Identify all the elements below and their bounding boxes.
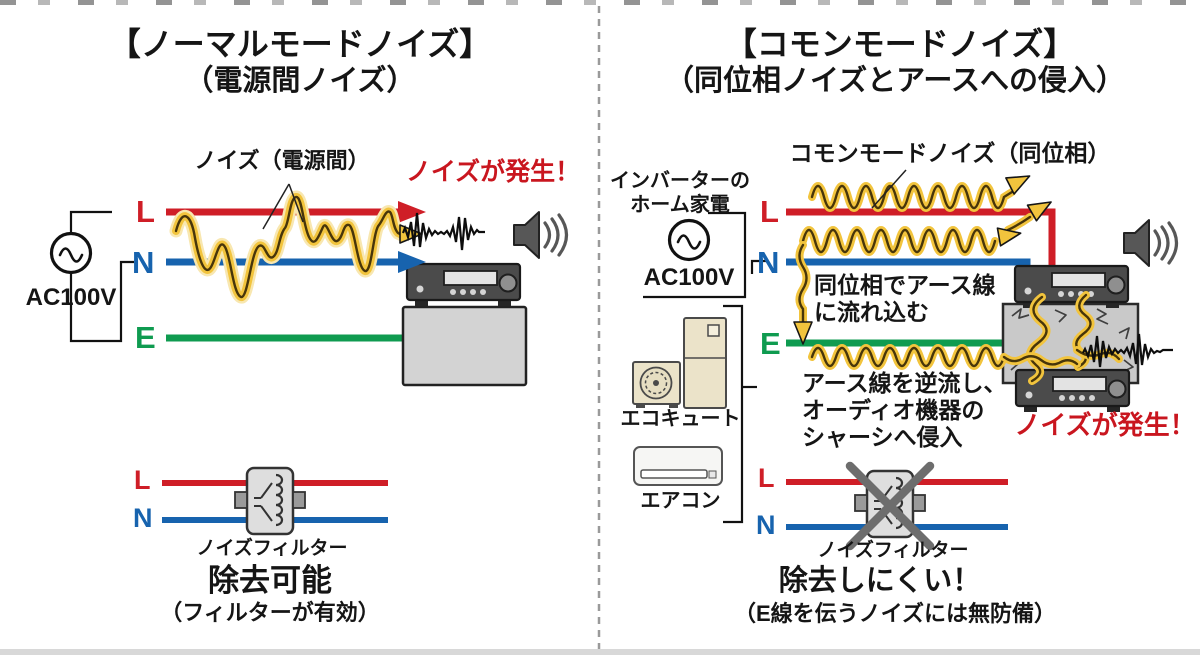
right-verdict: 除去しにくい！	[778, 565, 982, 597]
right-verdict-note: （E線を伝うノイズには無防備）	[733, 601, 1056, 626]
right-filter-circuit	[786, 461, 1008, 551]
left-filter-circuit	[162, 466, 388, 536]
right-panel-subtitle: （同位相ノイズとアースへの侵入）	[665, 65, 1125, 97]
earth-flow-note: 同位相でアース線 に流れ込む	[814, 272, 996, 326]
left-source-wiring	[69, 210, 134, 343]
ac-voltage-label: AC100V	[25, 284, 117, 311]
right-panel-title: 【コモンモードノイズ】	[724, 26, 1076, 62]
aircon-icon	[633, 446, 723, 486]
live-arrow-icon	[398, 201, 426, 223]
neutral-label: N	[757, 245, 780, 280]
aircon-label: エアコン	[640, 490, 721, 512]
left-verdict-note: （フィルターが有効）	[160, 600, 380, 625]
left-panel-title: 【ノーマルモードノイズ】	[108, 26, 492, 62]
ac-voltage-label: AC100V	[643, 264, 735, 291]
earth-label: E	[760, 326, 781, 361]
neutral-line	[786, 258, 1031, 270]
right-equipment	[1001, 264, 1140, 414]
noise-callout-label: コモンモードノイズ（同位相）	[789, 140, 1111, 166]
neutral-label: N	[132, 245, 155, 280]
cross-icon	[845, 461, 935, 551]
speaker-icon	[1122, 218, 1179, 268]
right-callout-line	[871, 169, 907, 209]
noise-alert-label: ノイズが発生！	[405, 158, 581, 186]
noise-burst-icon	[1082, 333, 1173, 368]
amplifier-icon	[405, 262, 522, 308]
left-verdict: 除去可能	[208, 563, 332, 598]
left-equipment	[166, 262, 528, 387]
live-label: L	[760, 194, 779, 229]
earth-label: E	[135, 320, 156, 355]
noise-filter-label: ノイズフィルター	[817, 540, 969, 561]
ac-source-icon	[667, 218, 711, 262]
ecocute-label: エコキュート	[620, 408, 741, 430]
noise-alert-label: ノイズが発生！	[1014, 410, 1196, 440]
filter-live-label: L	[758, 463, 775, 493]
chassis-intrusion-note: アース線を逆流し、 オーディオ機器の シャーシへ侵入	[802, 370, 1007, 451]
noise-filter-icon	[233, 466, 307, 536]
bottom-edge-artifact	[0, 649, 1200, 655]
live-label: L	[136, 194, 155, 229]
right-source-wiring	[643, 211, 766, 524]
noise-burst-icon	[401, 212, 485, 251]
speaker-icon	[512, 210, 569, 260]
inverter-appliance-label: インバーターの ホーム家電	[610, 170, 750, 216]
filter-neutral-label: N	[133, 503, 153, 533]
left-callout-lines	[262, 183, 304, 230]
top-edge-artifact	[0, 0, 1200, 5]
left-panel-subtitle: （電源間ノイズ）	[184, 65, 416, 97]
ecocute-icon	[632, 317, 727, 409]
speaker-cabinet-icon	[401, 305, 528, 387]
live-line	[786, 208, 1056, 268]
ac-source-icon	[49, 231, 93, 275]
filter-neutral-label: N	[756, 510, 776, 540]
neutral-arrow-icon	[398, 251, 426, 273]
noise-callout-label: ノイズ（電源間）	[194, 148, 370, 173]
filter-live-label: L	[134, 465, 151, 495]
noise-filter-label: ノイズフィルター	[196, 538, 348, 559]
